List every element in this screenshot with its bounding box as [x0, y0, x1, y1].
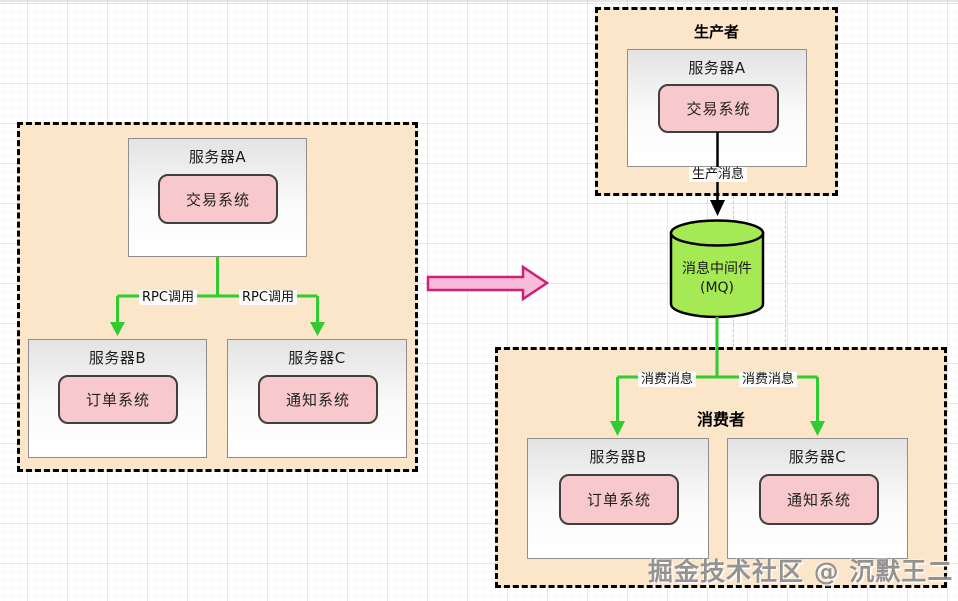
order-system-left-box: 订单系统: [58, 375, 178, 424]
server-a-producer-title: 服务器A: [688, 59, 746, 77]
server-b-left-title: 服务器B: [88, 349, 147, 367]
produce-message-label: 生产消息: [688, 167, 748, 182]
server-c-left-title: 服务器C: [288, 349, 346, 367]
scan-artifact-line: [0, 0, 958, 2]
consume-message-label-right: 消费消息: [738, 372, 798, 387]
consumer-group-title: 消费者: [696, 410, 745, 429]
order-system-consumer-box: 订单系统: [559, 474, 679, 525]
mq-cylinder-top: [669, 219, 765, 247]
notify-system-left-box: 通知系统: [258, 375, 378, 424]
server-c-consumer-box: 服务器C 通知系统: [727, 438, 908, 559]
produce-arrowhead: [710, 200, 725, 216]
rpc-call-label-left: RPC调用: [139, 290, 197, 305]
server-b-left-box: 服务器B 订单系统: [28, 339, 207, 458]
producer-group-title: 生产者: [693, 23, 739, 41]
server-a-left-title: 服务器A: [188, 148, 247, 166]
consume-message-label-left: 消费消息: [637, 372, 697, 387]
transform-arrow: [426, 264, 550, 302]
server-c-consumer-title: 服务器C: [788, 448, 847, 466]
server-a-left-box: 服务器A 交易系统: [128, 138, 307, 257]
trade-system-producer-box: 交易系统: [658, 84, 779, 133]
server-c-left-box: 服务器C 通知系统: [227, 339, 407, 458]
page-guide-line: [785, 196, 786, 347]
mq-cylinder-label: 消息中间件 (MQ): [671, 260, 763, 298]
watermark-text: 掘金技术社区 @ 沉默王二: [648, 557, 954, 586]
server-a-producer-box: 服务器A 交易系统: [627, 49, 807, 167]
server-b-consumer-title: 服务器B: [589, 448, 647, 466]
notify-system-consumer-box: 通知系统: [759, 474, 879, 525]
mq-name: 消息中间件: [682, 261, 752, 277]
trade-system-left-box: 交易系统: [158, 174, 278, 224]
rpc-call-label-right: RPC调用: [239, 290, 297, 305]
mq-abbr: (MQ): [699, 280, 735, 296]
server-b-consumer-box: 服务器B 订单系统: [527, 438, 709, 559]
